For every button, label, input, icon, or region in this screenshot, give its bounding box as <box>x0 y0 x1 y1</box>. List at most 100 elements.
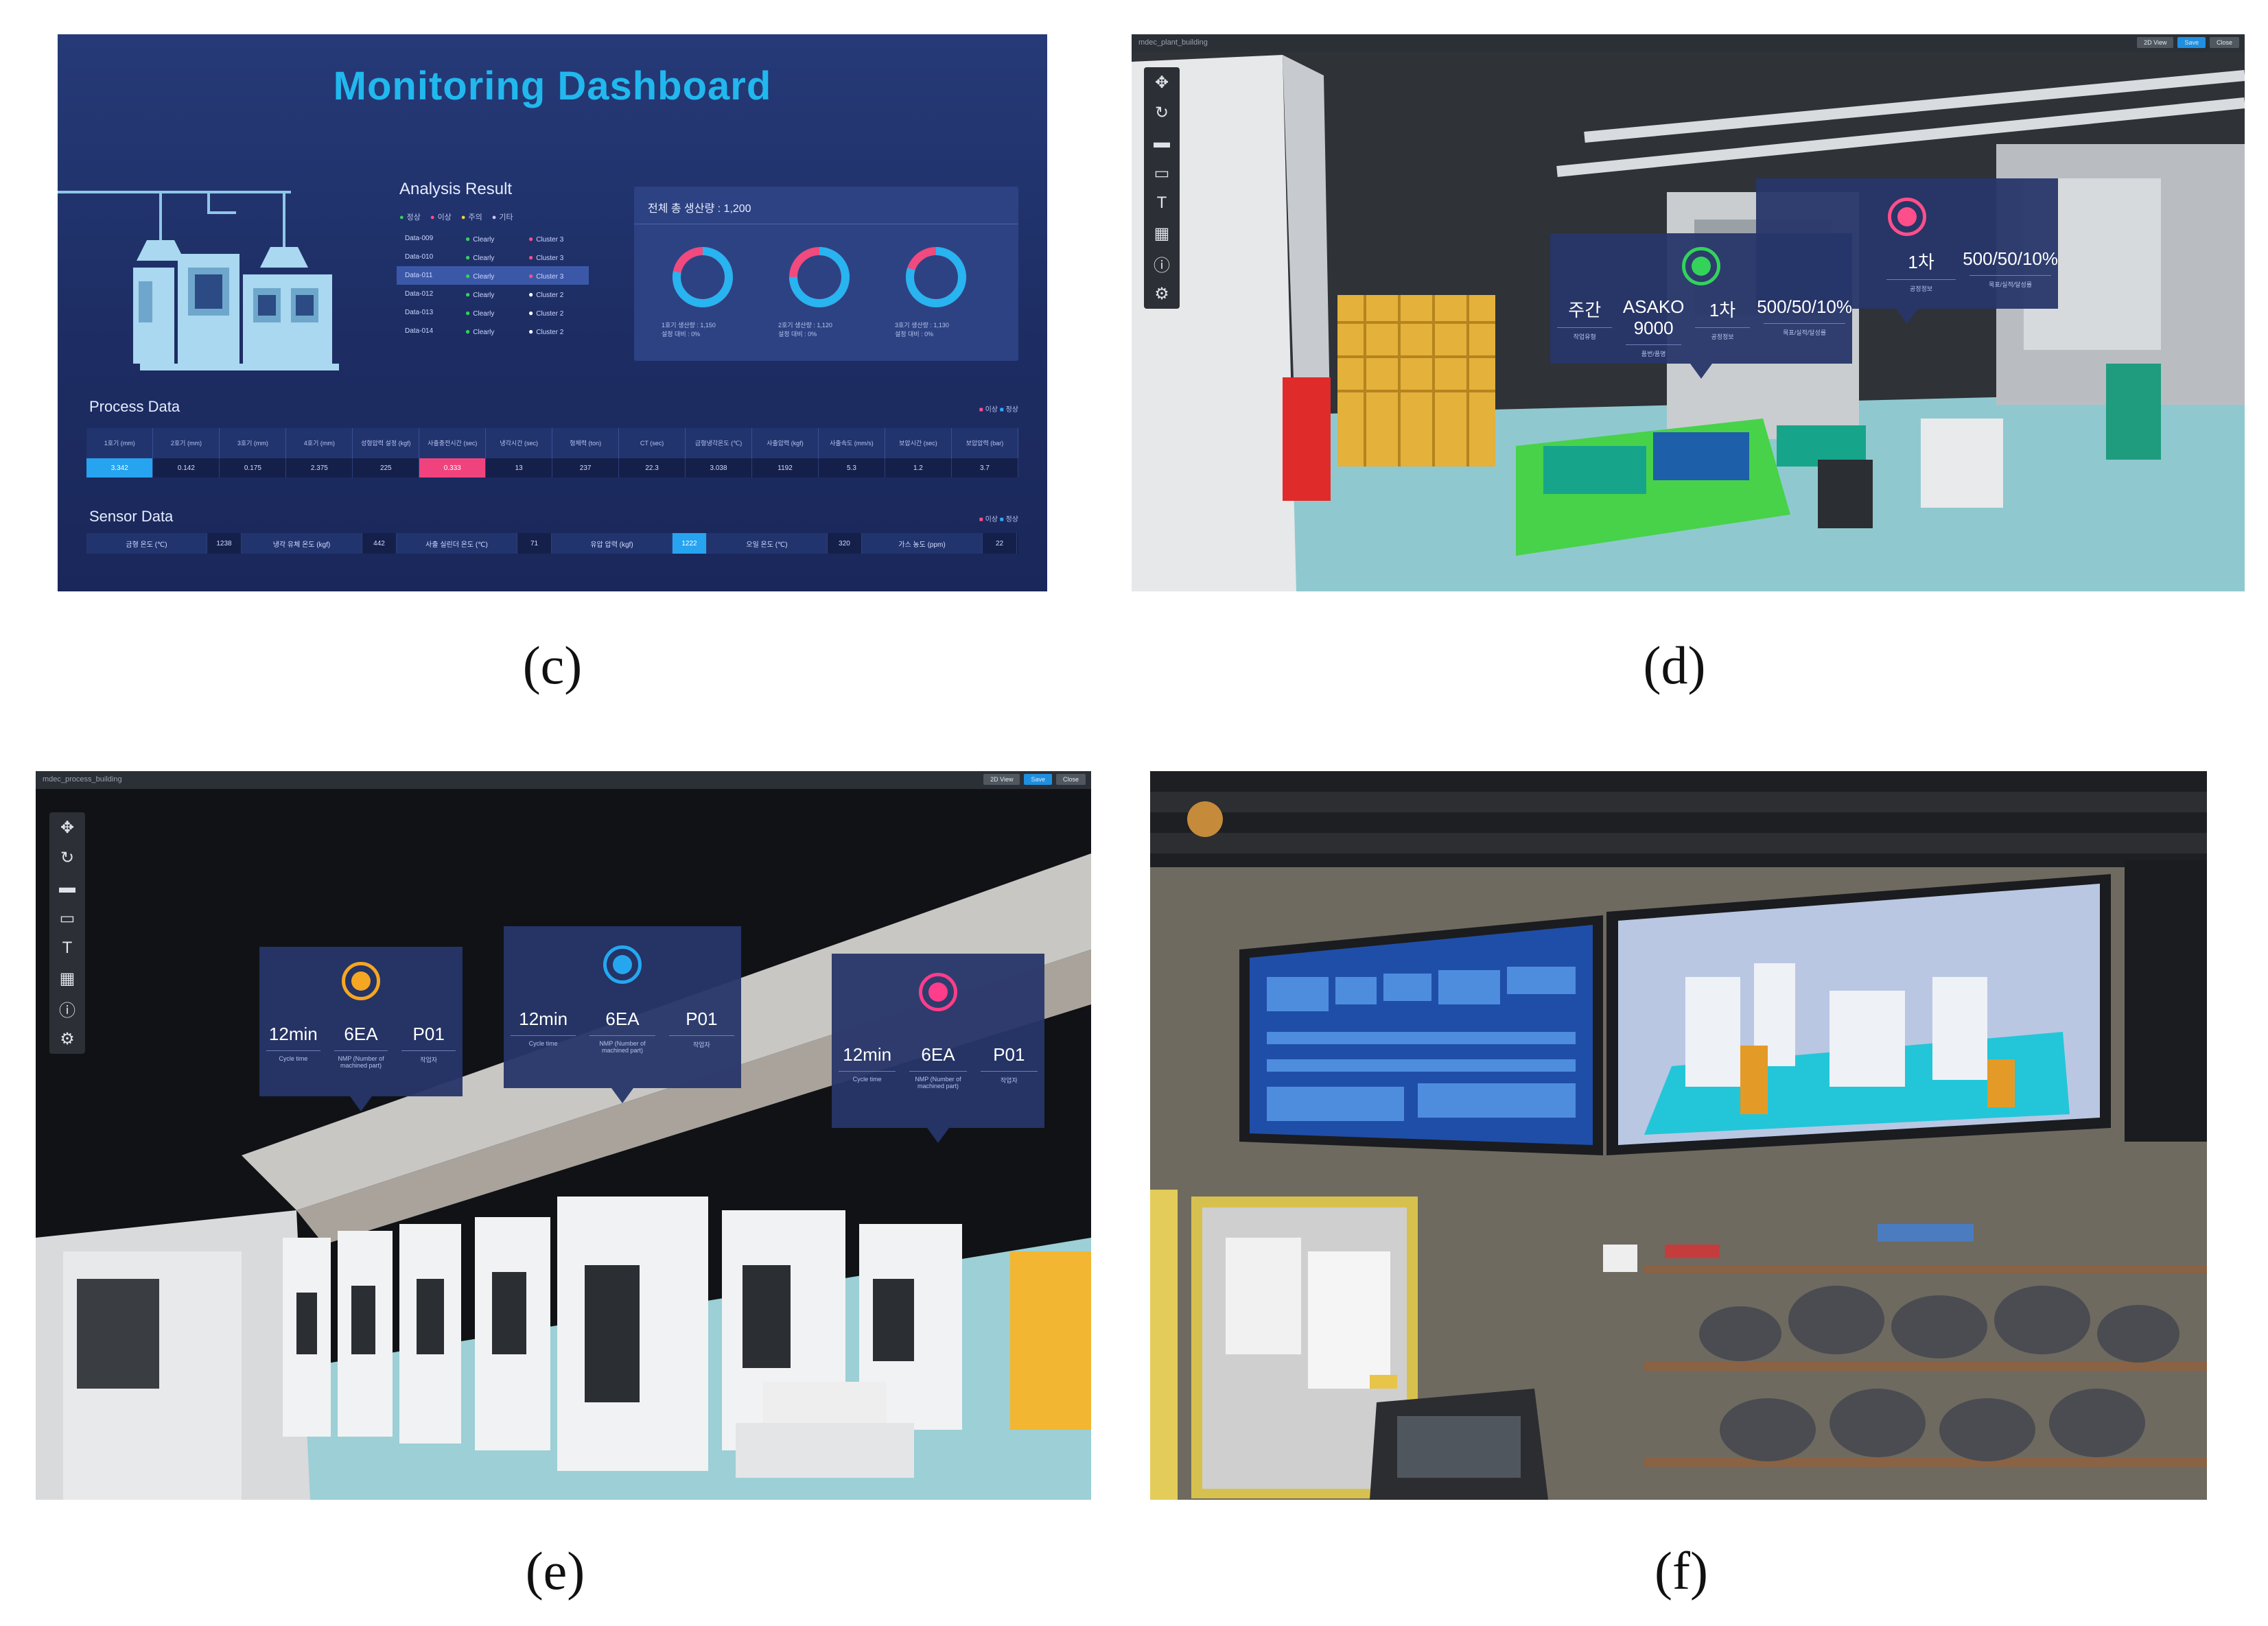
process-value: 3.7 <box>951 458 1019 478</box>
sensor-label: 유압 압력 (kgf) <box>552 533 673 554</box>
control-room-scene <box>1150 771 2207 1500</box>
settings-icon[interactable]: ⚙ <box>60 1029 75 1048</box>
process-value: 3.342 <box>86 458 154 478</box>
analysis-result: Cluster 2 <box>528 327 589 336</box>
caption-d: (d) <box>1643 635 1706 695</box>
save-button[interactable]: Save <box>1024 774 1052 785</box>
metric-label: Cycle time <box>839 1071 896 1083</box>
metric-value: ASAKO 9000 <box>1622 296 1685 338</box>
donut-label-main: 1호기 생산량 : 1,150 <box>662 322 716 329</box>
analysis-row[interactable]: Data-011ClearlyCluster 3 <box>397 266 589 285</box>
analysis-result: Cluster 3 <box>528 252 589 262</box>
settings-icon[interactable]: ⚙ <box>1154 284 1169 303</box>
status-ring-orange <box>342 962 380 1000</box>
metric-value: 12min <box>519 1009 568 1029</box>
status-ring-blue <box>603 945 642 984</box>
metric-value: 6EA <box>921 1044 955 1065</box>
metric-label: 목표/실적/달성률 <box>1764 323 1846 337</box>
analysis-row[interactable]: Data-013ClearlyCluster 2 <box>397 303 589 322</box>
metric-label: 공정정보 <box>1694 327 1751 341</box>
sensor-value: 442 <box>362 533 397 554</box>
2d-view-button[interactable]: 2D View <box>2137 37 2174 48</box>
analysis-row[interactable]: Data-012ClearlyCluster 2 <box>397 285 589 303</box>
text-icon[interactable]: T <box>62 939 73 957</box>
donut-label-sub: 설정 대비 : 0% <box>895 331 934 338</box>
grid-icon[interactable]: ▦ <box>1154 224 1170 243</box>
close-button[interactable]: Close <box>2209 37 2239 48</box>
analysis-status: Clearly <box>465 308 528 318</box>
rotate-icon[interactable]: ↻ <box>1154 103 1169 122</box>
close-button[interactable]: Close <box>1055 774 1086 785</box>
window-title: mdec_plant_building <box>1138 38 1208 47</box>
process-header: 보압시간 (sec) <box>885 428 952 458</box>
metric-value: 500/50/10% <box>1757 296 1853 317</box>
info-icon[interactable]: ⓘ <box>1154 256 1170 275</box>
comment-icon[interactable]: ▭ <box>59 908 75 928</box>
move-icon[interactable]: ✥ <box>1154 73 1169 92</box>
save-button[interactable]: Save <box>2177 37 2206 48</box>
donut-fill <box>789 247 850 307</box>
process-value: 1.2 <box>885 458 952 478</box>
status-ring-core <box>928 982 948 1002</box>
sensor-value: 1238 <box>207 533 242 554</box>
donut-fill <box>906 247 966 307</box>
process-header: 4호기 (mm) <box>285 428 353 458</box>
analysis-row[interactable]: Data-014ClearlyCluster 2 <box>397 322 589 340</box>
metric-value: P01 <box>686 1009 718 1029</box>
process-header: 냉각시간 (sec) <box>485 428 553 458</box>
rotate-icon[interactable]: ↻ <box>60 848 75 867</box>
process-header: 형체력 (ton) <box>552 428 620 458</box>
move-icon[interactable]: ✥ <box>60 818 75 837</box>
legend-other: 기타 <box>492 211 513 222</box>
process-header: 사출압력 (kgf) <box>751 428 819 458</box>
sensor-label: 냉각 유체 온도 (kgf) <box>242 533 362 554</box>
grid-icon[interactable]: ▦ <box>59 969 75 988</box>
metric-label: 목표/실적/달성률 <box>1969 275 2051 289</box>
process-header: 3호기 (mm) <box>219 428 287 458</box>
info-icon[interactable]: ⓘ <box>59 1001 75 1020</box>
comment-icon[interactable]: ▭ <box>1154 163 1170 182</box>
production-donut <box>789 247 850 307</box>
sensor-label: 오일 온도 (℃) <box>707 533 828 554</box>
metric-label: 작업자 <box>980 1071 1038 1085</box>
2d-view-button[interactable]: 2D View <box>983 774 1020 785</box>
process-data-table: 1호기 (mm)2호기 (mm)3호기 (mm)4호기 (mm)성형압력 설정 … <box>86 428 1019 478</box>
camera-icon[interactable]: ▬ <box>1154 133 1170 152</box>
sensor-label: 금형 온도 (℃) <box>86 533 207 554</box>
legend-normal: 정상 <box>399 211 421 222</box>
analysis-row[interactable]: Data-010ClearlyCluster 3 <box>397 248 589 266</box>
metric-value: 1차 <box>1908 252 1934 272</box>
analysis-row[interactable]: Data-009ClearlyCluster 3 <box>397 229 589 248</box>
analysis-status: Clearly <box>465 252 528 262</box>
viewer-e-toolbar: ✥ ↻ ▬ ▭ T ▦ ⓘ ⚙ <box>49 812 85 1054</box>
metric-value: 12min <box>843 1044 892 1065</box>
production-donut <box>673 247 733 307</box>
text-icon[interactable]: T <box>1156 193 1167 212</box>
process-header: CT (sec) <box>618 428 686 458</box>
camera-icon[interactable]: ▬ <box>59 878 75 897</box>
process-value: 237 <box>552 458 620 478</box>
donut-label-main: 3호기 생산량 : 1,130 <box>895 322 949 329</box>
production-header: 전체 총 생산량 : 1,200 <box>648 203 751 215</box>
sensor-value: 22 <box>983 533 1017 554</box>
sensor-value: 71 <box>517 533 552 554</box>
analysis-result: Cluster 3 <box>528 271 589 281</box>
metric-value: 6EA <box>344 1024 378 1044</box>
bubble-metric: 500/50/10%목표/실적/달성률 <box>1963 248 2058 293</box>
process-value: 1192 <box>751 458 819 478</box>
